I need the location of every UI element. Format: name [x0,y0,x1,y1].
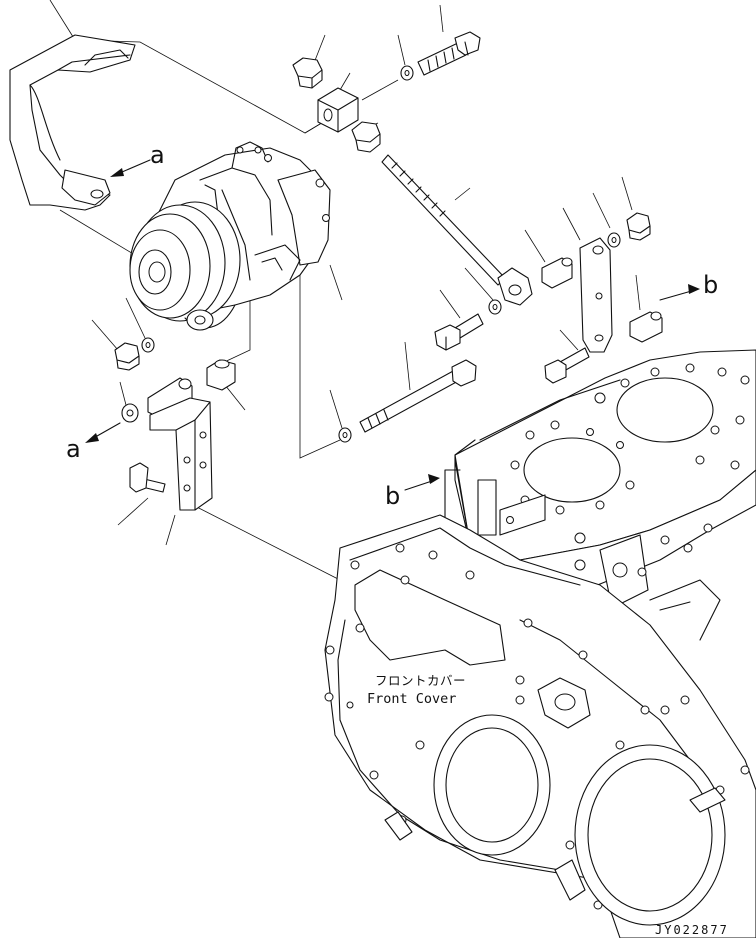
reference-arrow-b-block: b [385,474,440,510]
cover-bolt-bosses [324,543,750,910]
lower-left-parts [114,337,236,511]
fastener-group-top [292,31,481,153]
front-cover [324,514,756,938]
drawing-code: JY022877 [655,923,729,937]
ref-label-a-lower: a [66,435,81,463]
reference-arrow-b-right: b [659,271,718,301]
belt-cover-bracket [9,34,136,211]
ref-label-b-block: b [385,482,400,510]
ref-label-a-upper: a [150,141,165,169]
right-bracket-group [541,212,663,384]
alternator [129,141,331,331]
front-cover-label-jp: フロントカバー [375,673,466,688]
front-cover-label-en: Front Cover [367,691,456,707]
adjusting-rod [381,154,533,351]
ref-label-b-right: b [703,271,718,299]
reference-arrow-a-upper: a [110,141,165,177]
head-bolt-holes [510,363,750,515]
front-cover-label: フロントカバー Front Cover [367,673,466,707]
reference-arrow-a-lower: a [66,422,121,463]
long-bolt [338,359,477,443]
